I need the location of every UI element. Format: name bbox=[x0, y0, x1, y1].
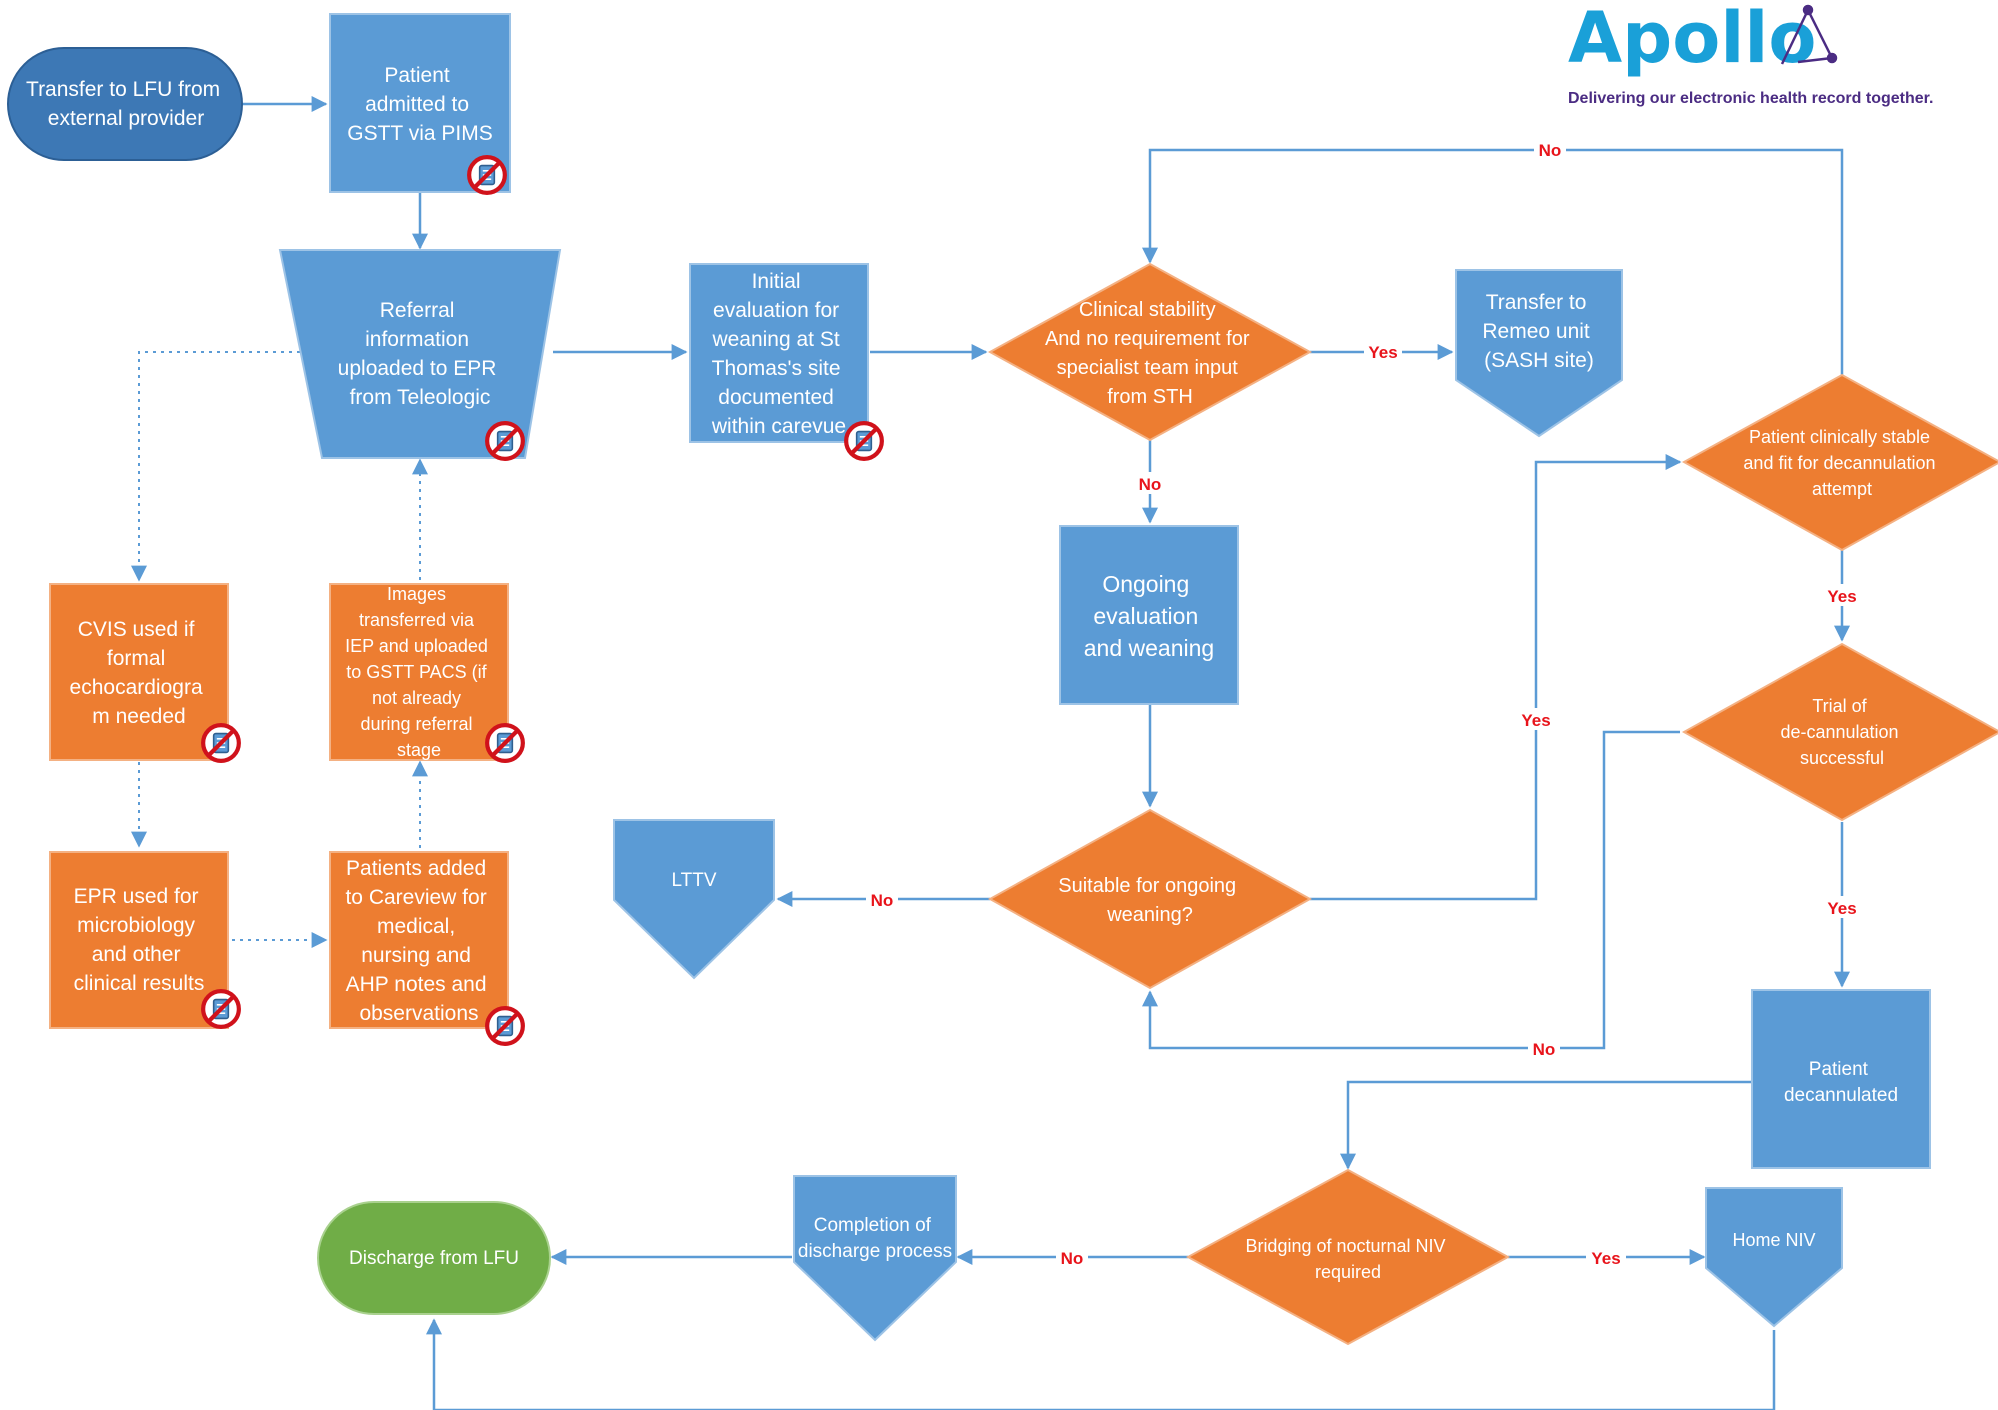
svg-text:CVIS used if formal: CVIS used if formal echocardiogra m need… bbox=[70, 618, 209, 728]
edge-referral-cvis bbox=[131, 351, 300, 582]
apollo-logo: Apollo Delivering our electronic health … bbox=[1568, 0, 1933, 107]
no-entry-icon bbox=[846, 423, 882, 459]
no-entry-icon bbox=[487, 423, 523, 459]
label-yes: Yes bbox=[1827, 899, 1856, 918]
label-no: No bbox=[1533, 1040, 1556, 1059]
node-referral-information: Referral information uploaded to EPR fro… bbox=[278, 249, 562, 459]
node-cvis: CVIS used if formal echocardiogra m need… bbox=[49, 583, 239, 761]
no-entry-icon bbox=[203, 991, 239, 1027]
svg-text:Patient decannulated: Patient decannulated bbox=[1784, 1059, 1898, 1106]
svg-text:LTTV: LTTV bbox=[671, 870, 716, 891]
logo-wordmark: Apollo bbox=[1568, 0, 1816, 79]
edge-trial-suitable bbox=[1142, 730, 1680, 1050]
svg-text:Bridging of nocturnal NIV: Bridging of nocturnal NIV required bbox=[1245, 1236, 1450, 1282]
svg-text:Home NIV: Home NIV bbox=[1732, 1230, 1815, 1250]
label-no: No bbox=[871, 891, 894, 910]
edge-labels: No Yes No Yes Yes No Yes No No Yes bbox=[866, 138, 1862, 1268]
node-lttv: LTTV bbox=[613, 819, 775, 980]
dotted-edges bbox=[131, 351, 428, 948]
node-suitable-ongoing-weaning: Suitable for ongoing weaning? bbox=[987, 808, 1313, 990]
svg-text:Images transferred via: Images transferred via IEP and uploaded … bbox=[345, 584, 493, 760]
label-no: No bbox=[1061, 1249, 1084, 1268]
node-home-niv: Home NIV bbox=[1705, 1187, 1843, 1328]
node-ongoing-evaluation: Ongoing evaluation and weaning bbox=[1059, 525, 1239, 705]
node-patient-decannulated: Patient decannulated bbox=[1751, 989, 1931, 1169]
node-discharge-lfu: Discharge from LFU bbox=[317, 1201, 551, 1315]
svg-text:Discharge from LFU: Discharge from LFU bbox=[349, 1248, 519, 1269]
label-yes: Yes bbox=[1521, 711, 1550, 730]
edge-fit-loop-stability bbox=[1142, 148, 1844, 375]
svg-text:Trial of de-cannulation: Trial of de-cannulation successful bbox=[1780, 696, 1903, 768]
no-entry-icon bbox=[203, 725, 239, 761]
svg-text:Patient clinically stable: Patient clinically stable and fit for de… bbox=[1743, 427, 1940, 499]
label-no: No bbox=[1539, 141, 1562, 160]
edge-home-discharge bbox=[426, 1318, 1776, 1410]
svg-text:Ongoing evaluation: Ongoing evaluation and weaning bbox=[1084, 571, 1214, 661]
svg-text:Initial evaluation for: Initial evaluation for weaning at St Tho… bbox=[711, 270, 846, 438]
node-clinical-stability: Clinical stability And no requirement fo… bbox=[987, 262, 1313, 442]
node-images-transferred: Images transferred via IEP and uploaded … bbox=[329, 583, 523, 761]
node-transfer-to-lfu: Transfer to LFU from external provider bbox=[7, 47, 243, 161]
svg-text:Patient admitted to: Patient admitted to GSTT via PIMS bbox=[347, 64, 492, 145]
logo-tagline: Delivering our electronic health record … bbox=[1568, 90, 1933, 107]
label-yes: Yes bbox=[1368, 343, 1397, 362]
label-no: No bbox=[1139, 475, 1162, 494]
node-initial-evaluation: Initial evaluation for weaning at St Tho… bbox=[689, 263, 882, 459]
node-epr-microbiology: EPR used for microbiology and other clin… bbox=[49, 851, 239, 1029]
node-careview: Patients added to Careview for medical, … bbox=[329, 851, 523, 1044]
edge-suitable-fit bbox=[1310, 454, 1682, 901]
svg-text:Patients added to Carevi: Patients added to Careview for medical, … bbox=[345, 857, 492, 1025]
svg-text:Clinical stability And n: Clinical stability And no requirement fo… bbox=[1045, 299, 1255, 408]
node-transfer-remeo: Transfer to Remeo unit (SASH site) bbox=[1455, 269, 1623, 438]
svg-text:Suitable for ongoing wea: Suitable for ongoing weaning? bbox=[1058, 875, 1241, 926]
svg-text:Transfer to LFU from ext: Transfer to LFU from external provider bbox=[26, 78, 226, 130]
edge-decann-bridging bbox=[1340, 1080, 1752, 1170]
node-completion-discharge: Completion of discharge process bbox=[793, 1175, 957, 1342]
node-fit-for-decannulation: Patient clinically stable and fit for de… bbox=[1681, 373, 1998, 552]
no-entry-icon bbox=[487, 725, 523, 761]
svg-text:Transfer to Remeo unit: Transfer to Remeo unit (SASH site) bbox=[1482, 291, 1595, 372]
logo-network-icon bbox=[1780, 4, 1838, 65]
node-trial-decannulation: Trial of de-cannulation successful bbox=[1681, 642, 1998, 822]
svg-text:EPR used for microbiolog: EPR used for microbiology and other clin… bbox=[74, 885, 205, 995]
label-yes: Yes bbox=[1591, 1249, 1620, 1268]
no-entry-icon bbox=[469, 157, 505, 193]
node-bridging-niv: Bridging of nocturnal NIV required bbox=[1185, 1168, 1511, 1346]
svg-text:Referral information: Referral information uploaded to EPR fro… bbox=[338, 299, 503, 409]
svg-text:Completion of discharge: Completion of discharge process bbox=[798, 1215, 952, 1262]
no-entry-icon bbox=[487, 1008, 523, 1044]
node-patient-admitted: Patient admitted to GSTT via PIMS bbox=[329, 13, 511, 193]
label-yes: Yes bbox=[1827, 587, 1856, 606]
